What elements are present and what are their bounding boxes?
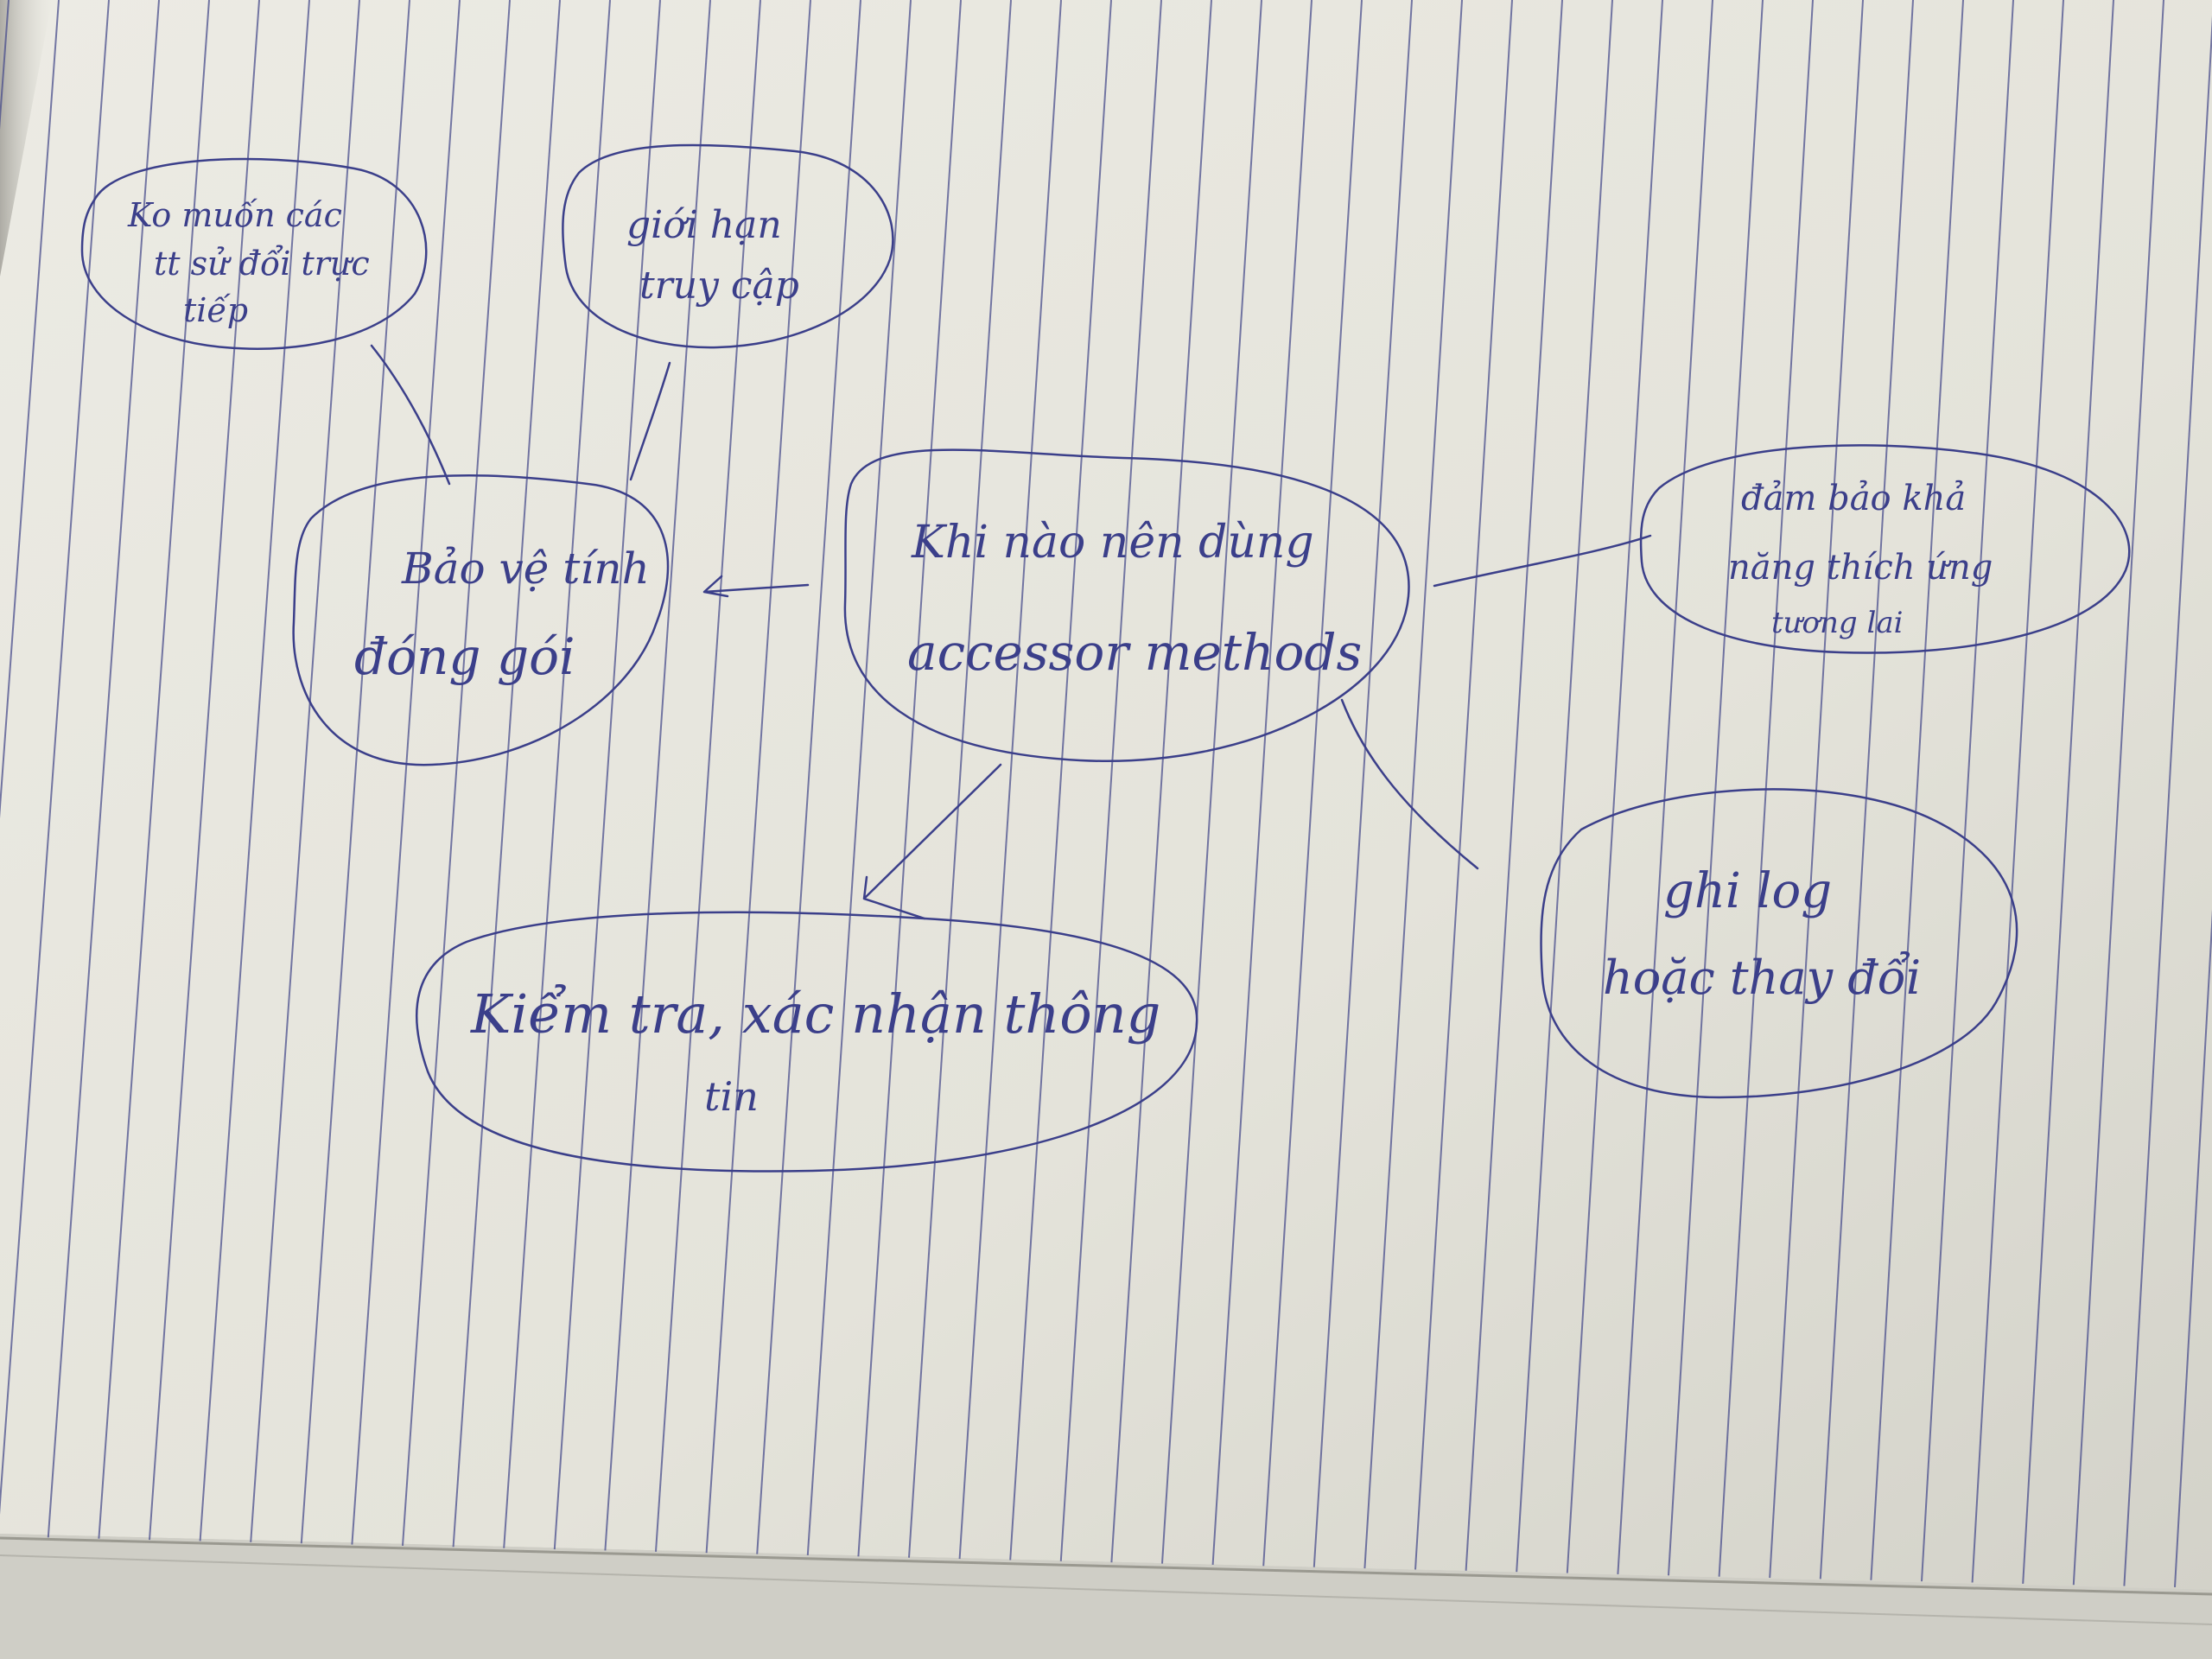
ruled-line	[655, 0, 761, 1552]
ruled-line	[756, 0, 861, 1554]
ruled-line	[1819, 0, 1914, 1580]
kiem-tra-line-2: tin	[704, 1073, 759, 1120]
ruled-line	[705, 0, 811, 1554]
ruled-line	[857, 0, 962, 1557]
ruled-line	[1971, 0, 2064, 1583]
gioi-han-line-1: giới hạn	[626, 203, 782, 247]
center-line-2: accessor methods	[907, 623, 1362, 682]
ruled-line	[2123, 15, 2212, 1586]
ruled-line	[2174, 909, 2212, 1588]
bubbles	[80, 143, 2131, 1173]
node-ghi-log-text: ghi log hoặc thay đổi	[1603, 863, 1921, 1005]
ko-muon-line-2: tt sử đổi trực	[154, 245, 370, 283]
ruled-line	[250, 0, 360, 1542]
node-ko-muon-text: Ko muốn các tt sử đổi trực tiếp	[127, 196, 370, 329]
ruled-line	[0, 0, 60, 819]
bubble-gioi-han	[562, 143, 894, 349]
ruled-line	[0, 0, 110, 1516]
ruled-line	[1414, 0, 1513, 1570]
bubble-center	[843, 448, 1410, 762]
lower-page	[0, 1534, 2212, 1659]
center-line-1: Khi nào nên dùng	[911, 517, 1314, 569]
ghi-log-line-1: ghi log	[1663, 863, 1832, 919]
dam-bao-line-2: năng thích ứng	[1728, 548, 1993, 588]
ruled-line	[1262, 0, 1363, 1567]
page-edge-line	[0, 1536, 2212, 1596]
ruled-line	[452, 0, 561, 1548]
bubble-dam-bao	[1639, 444, 2131, 654]
ruled-line	[806, 0, 912, 1555]
ruled-line	[1617, 0, 1713, 1574]
gioi-han-line-2: truy cập	[639, 264, 799, 308]
ruled-line	[2022, 0, 2114, 1584]
ruled-line	[1668, 0, 1764, 1576]
ruled-line	[199, 0, 310, 1541]
ruled-line	[1009, 0, 1112, 1560]
ruled-line	[1211, 0, 1313, 1565]
ruled-line	[958, 0, 1062, 1560]
ruled-line	[1870, 0, 1964, 1580]
ruled-line	[402, 0, 511, 1546]
ruled-line	[47, 0, 160, 1538]
connector-dam-bao	[1433, 534, 1652, 588]
ruled-line	[1110, 0, 1212, 1563]
ruled-line	[1313, 0, 1413, 1567]
ruled-line	[1363, 0, 1463, 1569]
ruled-line	[908, 0, 1012, 1558]
ruled-line	[351, 0, 461, 1545]
paper-sheet	[0, 0, 2212, 1590]
bubble-kiem-tra	[416, 911, 1198, 1173]
kiem-tra-line-1: Kiểm tra, xác nhận thông	[470, 982, 1160, 1046]
ruled-line	[1516, 0, 1613, 1573]
arrow-to-bao-ve	[702, 575, 810, 598]
ruled-line	[1566, 0, 1663, 1573]
ruled-line	[1465, 0, 1563, 1571]
ruled-line	[98, 0, 210, 1539]
ko-muon-line-1: Ko muốn các	[127, 196, 342, 234]
node-gioi-han-text: giới hạn truy cập	[626, 203, 799, 308]
bubble-ko-muon	[80, 157, 428, 350]
ko-muon-line-3: tiếp	[183, 291, 248, 329]
dam-bao-line-1: đảm bảo khả	[1741, 479, 1966, 518]
page-edge-line-2	[0, 1554, 2212, 1625]
node-bao-ve-text: Bảo vệ tính đóng gói	[354, 543, 650, 686]
dam-bao-line-3: tương lai	[1771, 606, 1904, 640]
connector-ghi-log	[1340, 698, 1479, 870]
ruled-lines	[0, 0, 2212, 1588]
ghi-log-line-2: hoặc thay đổi	[1603, 950, 1921, 1005]
ruled-line	[1059, 0, 1162, 1561]
ruled-line	[2072, 0, 2164, 1586]
node-center-text: Khi nào nên dùng accessor methods	[907, 517, 1362, 682]
ruled-line	[149, 0, 260, 1541]
corner-shadow	[0, 0, 52, 276]
node-kiem-tra-text: Kiểm tra, xác nhận thông tin	[470, 982, 1160, 1120]
ruled-line	[300, 0, 410, 1544]
connector-gioi-han	[629, 361, 671, 481]
ruled-line	[1769, 0, 1864, 1579]
node-dam-bao-text: đảm bảo khả năng thích ứng tương lai	[1728, 479, 1993, 640]
bao-ve-line-1: Bảo vệ tính	[401, 543, 650, 594]
ruled-line	[1921, 0, 2014, 1582]
arrow-to-kiem-tra	[862, 763, 1002, 920]
ruled-line	[604, 0, 711, 1551]
connector-ko-muon	[370, 344, 451, 486]
bubble-ghi-log	[1540, 788, 2018, 1099]
ruled-line	[553, 0, 661, 1550]
bao-ve-line-2: đóng gói	[354, 627, 575, 686]
connectors	[370, 344, 1652, 920]
bubble-bao-ve	[292, 474, 670, 766]
ruled-line	[1161, 0, 1262, 1564]
ruled-line	[503, 0, 611, 1548]
